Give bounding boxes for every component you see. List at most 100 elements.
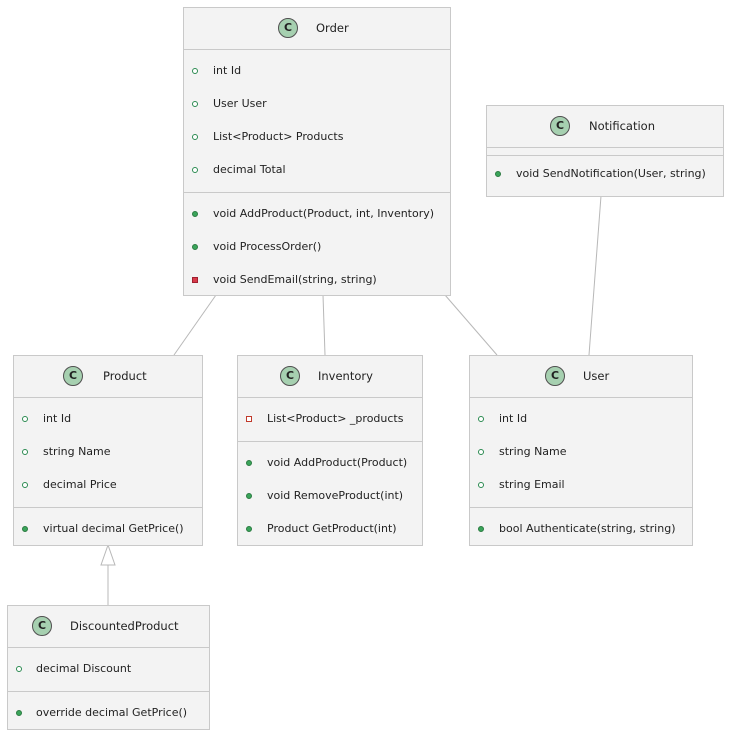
method-signature: override decimal GetPrice() [36, 706, 188, 719]
public-field-icon [22, 482, 28, 488]
field-declaration: int Id [43, 412, 72, 425]
field-row: User User [184, 88, 450, 121]
private-method-icon [192, 277, 198, 283]
field-declaration: List<Product> _products [267, 412, 404, 425]
inheritance-arrowhead [100, 543, 116, 566]
methods-section: virtual decimal GetPrice() [14, 508, 202, 551]
order-inventory-link [322, 294, 326, 356]
class-badge-icon: C [63, 366, 83, 386]
fields-section: int Id User User List<Product> Products … [184, 50, 450, 193]
class-header: C DiscountedProduct [8, 606, 209, 648]
method-signature: void SendEmail(string, string) [213, 273, 377, 286]
public-field-icon [22, 416, 28, 422]
class-order: C Order int Id User User List<Product> P… [183, 7, 451, 296]
class-name: Product [103, 369, 147, 383]
fields-section: decimal Discount [8, 648, 209, 692]
class-inventory: C Inventory List<Product> _products void… [237, 355, 423, 546]
fields-section: int Id string Name string Email [470, 398, 692, 508]
method-signature: Product GetProduct(int) [267, 522, 397, 535]
fields-section [487, 148, 723, 156]
field-declaration: decimal Discount [36, 662, 132, 675]
methods-section: void AddProduct(Product) void RemoveProd… [238, 442, 422, 551]
class-notification: C Notification void SendNotification(Use… [486, 105, 724, 197]
field-declaration: decimal Total [213, 163, 286, 176]
public-method-icon [246, 493, 252, 499]
method-signature: void AddProduct(Product, int, Inventory) [213, 207, 435, 220]
field-declaration: string Email [499, 478, 565, 491]
method-row: Product GetProduct(int) [238, 513, 422, 546]
method-row: override decimal GetPrice() [8, 697, 209, 730]
field-declaration: int Id [213, 64, 242, 77]
method-row: virtual decimal GetPrice() [14, 513, 202, 546]
class-header: C Inventory [238, 356, 422, 398]
method-row: void SendNotification(User, string) [487, 158, 723, 191]
class-name: Inventory [318, 369, 373, 383]
method-signature: virtual decimal GetPrice() [43, 522, 184, 535]
public-method-icon [246, 526, 252, 532]
methods-section: override decimal GetPrice() [8, 692, 209, 735]
method-row: void SendEmail(string, string) [184, 264, 450, 297]
public-method-icon [246, 460, 252, 466]
class-badge-icon: C [32, 616, 52, 636]
method-signature: void AddProduct(Product) [267, 456, 408, 469]
field-declaration: User User [213, 97, 267, 110]
class-badge-icon: C [278, 18, 298, 38]
order-product-link [173, 294, 217, 356]
public-method-icon [16, 710, 22, 716]
fields-section: int Id string Name decimal Price [14, 398, 202, 508]
method-row: void RemoveProduct(int) [238, 480, 422, 513]
methods-section: bool Authenticate(string, string) [470, 508, 692, 551]
field-row: int Id [470, 403, 692, 436]
methods-section: void SendNotification(User, string) [487, 156, 723, 191]
public-method-icon [495, 171, 501, 177]
order-user-link [444, 294, 498, 356]
field-row: decimal Price [14, 469, 202, 502]
method-signature: void RemoveProduct(int) [267, 489, 404, 502]
class-badge-icon: C [545, 366, 565, 386]
method-row: void AddProduct(Product, int, Inventory) [184, 198, 450, 231]
class-name: Notification [589, 119, 655, 133]
class-name: Order [316, 21, 349, 35]
class-header: C Order [184, 8, 450, 50]
class-name: User [583, 369, 610, 383]
class-badge-icon: C [280, 366, 300, 386]
method-row: bool Authenticate(string, string) [470, 513, 692, 546]
field-row: string Name [470, 436, 692, 469]
public-field-icon [22, 449, 28, 455]
field-declaration: string Name [499, 445, 567, 458]
private-field-icon [246, 416, 252, 422]
class-product: C Product int Id string Name decimal Pri… [13, 355, 203, 546]
public-field-icon [478, 482, 484, 488]
public-method-icon [192, 244, 198, 250]
field-row: List<Product> _products [238, 403, 422, 436]
public-field-icon [192, 68, 198, 74]
field-declaration: decimal Price [43, 478, 117, 491]
class-header: C User [470, 356, 692, 398]
field-declaration: string Name [43, 445, 111, 458]
notification-user-link [588, 195, 602, 356]
field-row: decimal Total [184, 154, 450, 187]
class-name: DiscountedProduct [70, 619, 179, 633]
method-signature: void ProcessOrder() [213, 240, 322, 253]
public-method-icon [192, 211, 198, 217]
public-field-icon [192, 167, 198, 173]
class-user: C User int Id string Name string Email b… [469, 355, 693, 546]
class-badge-icon: C [550, 116, 570, 136]
method-signature: bool Authenticate(string, string) [499, 522, 676, 535]
field-row: int Id [184, 55, 450, 88]
field-row: int Id [14, 403, 202, 436]
class-discounted-product: C DiscountedProduct decimal Discount ove… [7, 605, 210, 730]
method-row: void AddProduct(Product) [238, 447, 422, 480]
field-declaration: int Id [499, 412, 528, 425]
field-declaration: List<Product> Products [213, 130, 344, 143]
class-header: C Product [14, 356, 202, 398]
field-row: string Name [14, 436, 202, 469]
field-row: string Email [470, 469, 692, 502]
public-field-icon [16, 666, 22, 672]
class-header: C Notification [487, 106, 723, 148]
public-field-icon [478, 416, 484, 422]
public-method-icon [478, 526, 484, 532]
method-row: void ProcessOrder() [184, 231, 450, 264]
public-field-icon [192, 101, 198, 107]
